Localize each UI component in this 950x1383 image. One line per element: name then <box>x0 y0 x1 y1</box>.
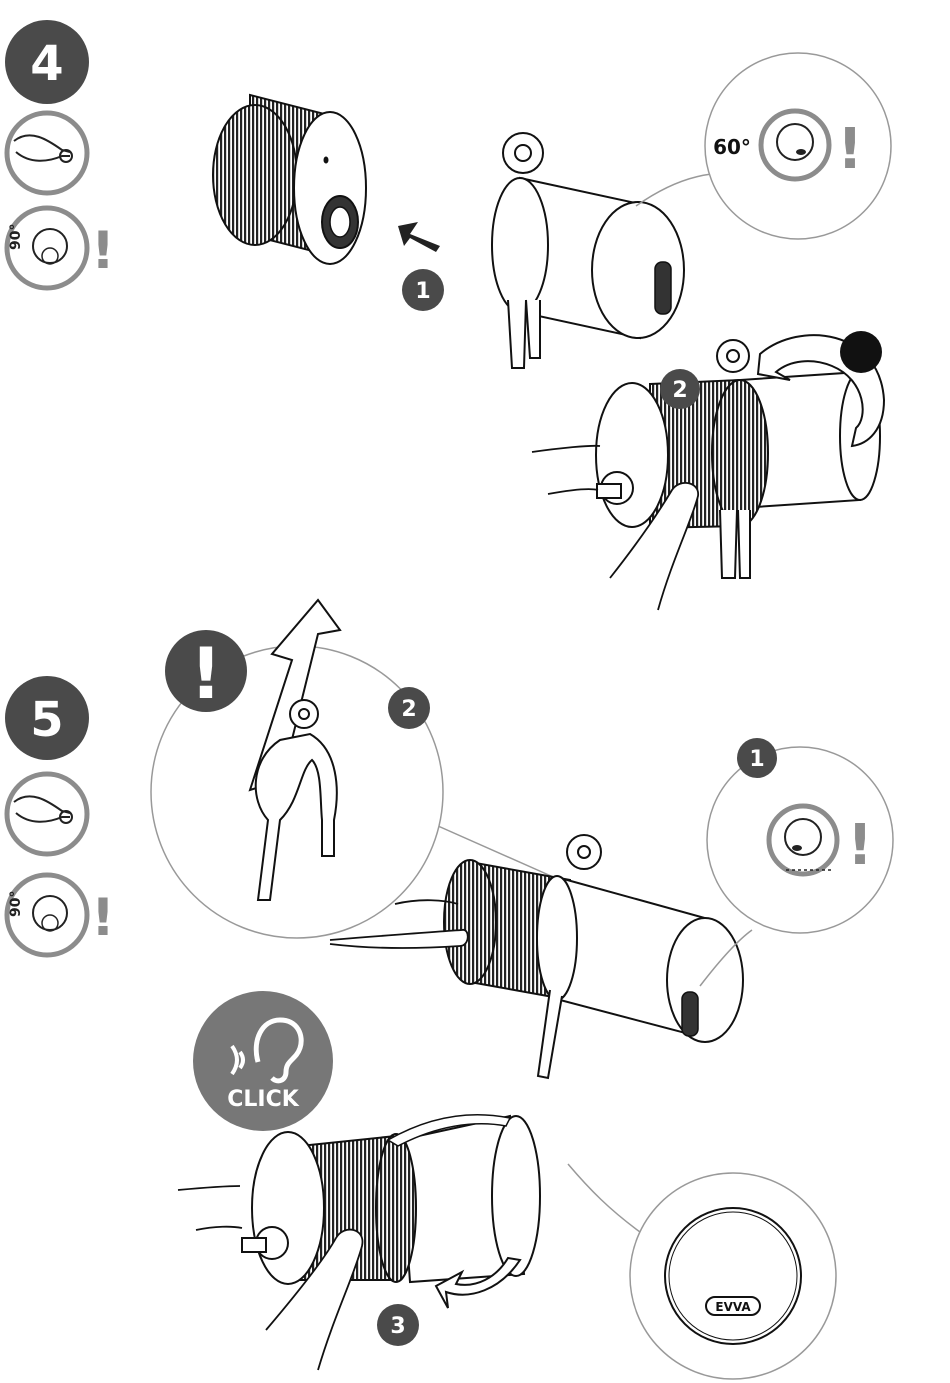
substep-5-1-badge: 1 <box>737 738 777 778</box>
substep-5-2-badge: 2 <box>388 687 430 729</box>
step-4-number: 4 <box>30 36 63 92</box>
substep-4-1-badge: 1 <box>402 269 444 311</box>
cap-callout-bubble: EVVA <box>568 1164 836 1379</box>
substep-5-2-number: 2 <box>401 697 416 722</box>
step-5-rotation-label: 90° <box>8 891 24 917</box>
cylinder-drawing-middle <box>444 835 743 1078</box>
cylinder-drawing-top <box>492 133 684 368</box>
substep-5-1-number: 1 <box>749 747 764 772</box>
step-5-alert-mark: ! <box>91 888 115 948</box>
substep-5-3-badge: 3 <box>377 1304 419 1346</box>
pliers-icon <box>7 774 87 854</box>
step-4-badge: 4 <box>5 20 89 104</box>
angle-callout-bubble: 60° ! <box>636 53 891 239</box>
knob-rotation-icon: 90° <box>7 208 87 288</box>
cylinder-drawing-bottom <box>242 1115 540 1284</box>
step-5-number: 5 <box>30 692 63 748</box>
black-dot <box>840 331 882 373</box>
click-label: CLICK <box>227 1087 299 1112</box>
angle-label: 60° <box>713 135 751 159</box>
evva-logo: EVVA <box>706 1297 760 1315</box>
position-alert-mark: ! <box>847 813 873 878</box>
angle-alert-mark: ! <box>837 117 863 182</box>
evva-label: EVVA <box>715 1300 751 1314</box>
step-4-alert-mark: ! <box>91 221 115 281</box>
step-5-badge: 5 <box>5 676 89 760</box>
substep-4-1-number: 1 <box>415 279 430 304</box>
big-alert-mark: ! <box>190 633 222 715</box>
knob-rotation-icon: 90° <box>7 875 87 955</box>
position-callout-bubble: ! <box>700 747 893 986</box>
knob-drawing-detached <box>213 95 366 264</box>
arrow-left-icon <box>398 222 440 252</box>
substep-4-2-badge: 2 <box>660 369 700 409</box>
pliers-icon <box>7 113 87 193</box>
substep-5-3-number: 3 <box>390 1314 405 1339</box>
step-4-rotation-label: 90° <box>8 224 24 250</box>
substep-4-2-number: 2 <box>672 378 687 403</box>
click-badge: CLICK <box>193 991 333 1131</box>
